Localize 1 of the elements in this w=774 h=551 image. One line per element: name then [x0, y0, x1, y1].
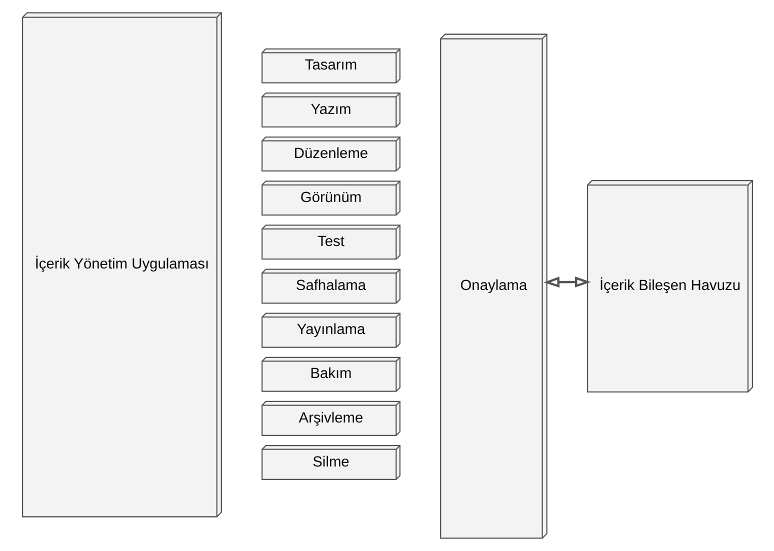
arrow: [543, 276, 590, 288]
